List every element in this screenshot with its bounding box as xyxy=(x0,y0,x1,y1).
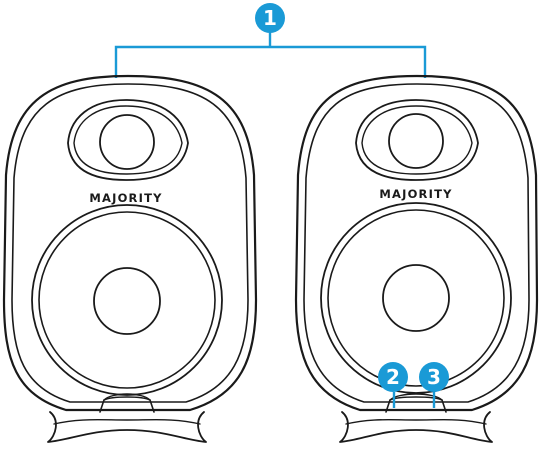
speaker-right-woofer-dustcap xyxy=(383,265,449,331)
callout-2-badge: 2 xyxy=(378,362,408,392)
speaker-left-tweeter xyxy=(100,115,154,169)
speaker-right-tweeter xyxy=(389,114,443,168)
callout-1-label: 1 xyxy=(263,6,277,30)
speaker-left-tweeter-housing-inner xyxy=(74,106,182,174)
speaker-right-woofer-surround xyxy=(321,203,511,393)
speaker-left-tweeter-housing xyxy=(68,100,188,180)
speaker-right: MAJORITY xyxy=(296,76,537,442)
speaker-right-stand xyxy=(340,412,492,442)
speaker-right-tweeter-housing-inner xyxy=(362,106,472,174)
speaker-left-stand xyxy=(48,412,206,442)
speaker-right-brand: MAJORITY xyxy=(379,187,452,201)
speaker-left-woofer-cone xyxy=(39,212,215,388)
speaker-right-cabinet-outer xyxy=(296,76,537,410)
speaker-left: MAJORITY xyxy=(4,76,256,442)
speaker-right-woofer-cone xyxy=(328,210,504,386)
callout-2-label: 2 xyxy=(386,365,400,389)
callout-1-bracket xyxy=(116,30,425,78)
speaker-left-cabinet-outer xyxy=(4,76,256,410)
speaker-left-woofer-dustcap xyxy=(94,268,160,334)
speaker-left-cabinet-inner xyxy=(12,84,248,402)
speaker-left-brand: MAJORITY xyxy=(89,191,162,205)
callout-3-label: 3 xyxy=(427,365,441,389)
callout-1-badge: 1 xyxy=(255,3,285,33)
speaker-left-woofer-surround xyxy=(32,205,222,395)
callout-3-badge: 3 xyxy=(419,362,449,392)
